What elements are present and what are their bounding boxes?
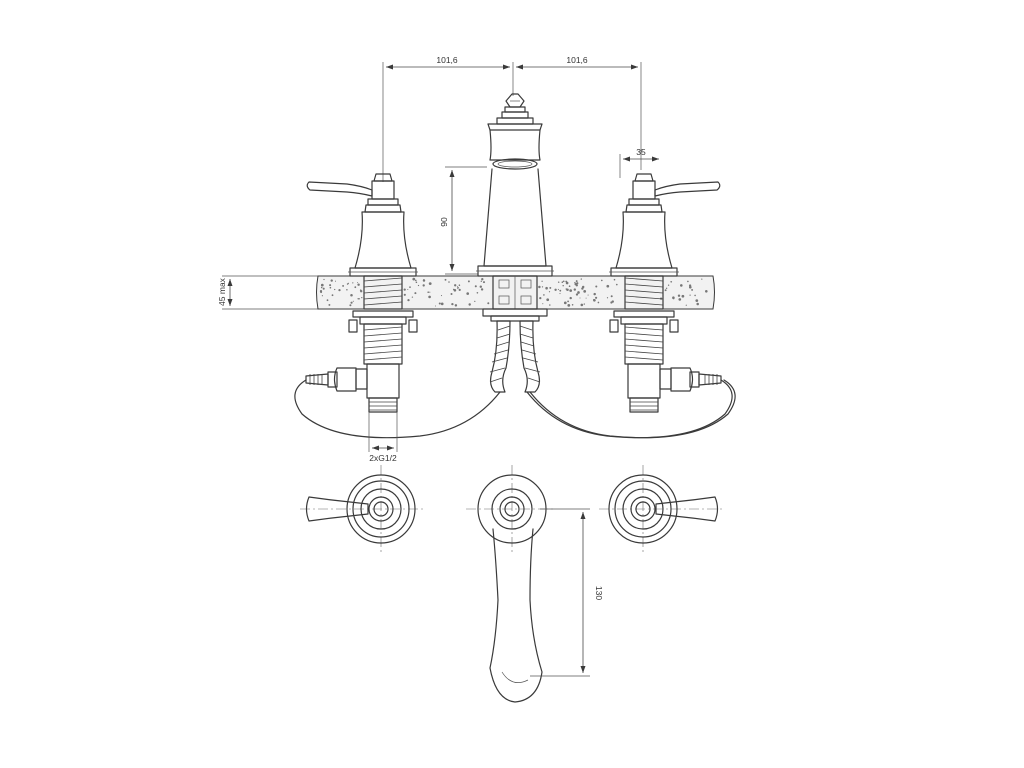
dim-left-spacing: 101,6 [436,55,458,65]
dimension-handle-width: 35 [619,147,659,178]
dim-right-spacing: 101,6 [566,55,588,65]
spout-plan [466,465,556,703]
spout-front [476,93,736,439]
left-lever-handle [306,181,373,197]
dimension-countertop: 45 max [217,275,318,310]
left-valve-front [294,173,501,439]
dimension-spout-reach: 130 [530,508,604,677]
dimension-spout-height: 90 [439,166,487,275]
dim-connection: 2xG1/2 [369,453,397,463]
dimension-spacing: 101,6 101,6 [382,55,642,182]
countertop-section [316,275,715,310]
dim-countertop-max: 45 max [217,277,227,306]
dim-spout-reach: 130 [594,586,604,600]
stone-texture [319,277,708,307]
right-valve-front [526,173,733,439]
dim-spout-height: 90 [439,217,449,227]
left-valve-plan [300,465,425,553]
dimension-connection: 2xG1/2 [368,412,398,463]
right-valve-plan [599,465,724,553]
dim-handle-width: 35 [636,147,646,157]
